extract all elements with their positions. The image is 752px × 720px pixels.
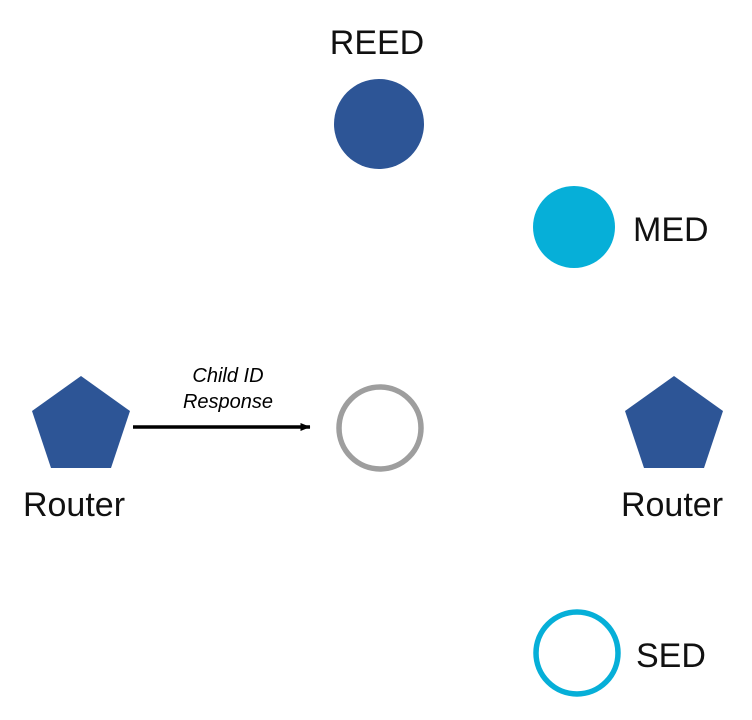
child-center-circle-icon[interactable] xyxy=(336,384,424,472)
node-router-left[interactable]: Router xyxy=(23,376,130,524)
edge-label-child-id-response-line1: Child ID xyxy=(192,365,263,387)
med-circle-icon[interactable] xyxy=(533,186,615,268)
node-sed[interactable]: SED xyxy=(533,609,706,697)
edge-child-id-response: Child ID Response xyxy=(133,365,311,431)
node-med[interactable]: MED xyxy=(533,186,709,268)
router-left-label: Router xyxy=(23,486,125,524)
node-reed[interactable]: REED xyxy=(330,24,424,169)
router-right-pentagon-icon[interactable] xyxy=(625,376,723,468)
node-child-center[interactable] xyxy=(336,384,424,472)
reed-circle-icon[interactable] xyxy=(334,79,424,169)
med-label: MED xyxy=(633,211,709,249)
router-left-pentagon-icon[interactable] xyxy=(32,376,130,468)
reed-label: REED xyxy=(330,24,424,62)
node-router-right[interactable]: Router xyxy=(621,376,723,524)
router-right-label: Router xyxy=(621,486,723,524)
sed-label: SED xyxy=(636,637,706,675)
sed-circle-icon[interactable] xyxy=(533,609,621,697)
edge-label-child-id-response-line2: Response xyxy=(183,391,273,413)
